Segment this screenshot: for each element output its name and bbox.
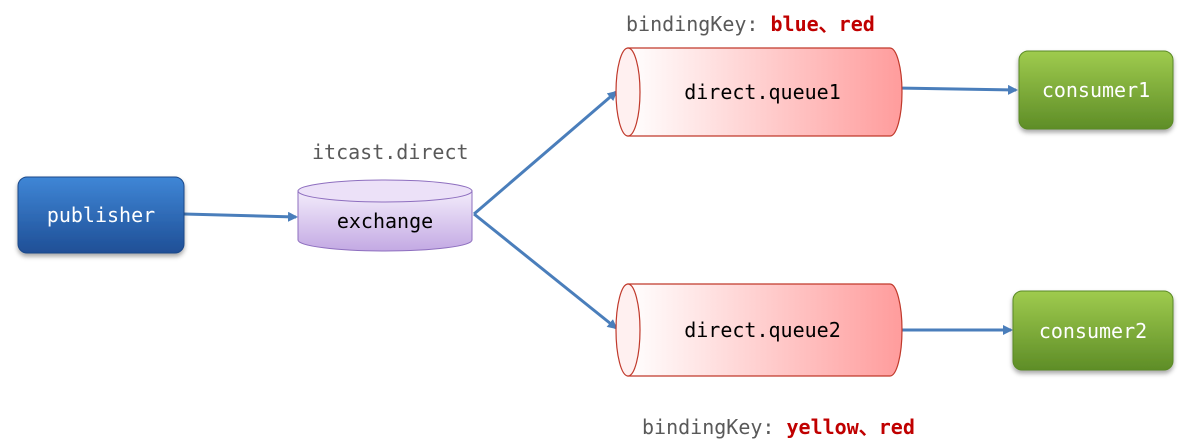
exchange-label: exchange — [336, 209, 434, 233]
publisher-label: publisher — [46, 203, 156, 227]
consumer1-label: consumer1 — [1041, 78, 1151, 102]
exchange-name-label: itcast.direct — [312, 140, 469, 164]
arrow-publisher-to-exchange — [183, 211, 298, 222]
arrow-exchange-to-queue1 — [473, 90, 618, 216]
queue2-binding-prefix: bindingKey: — [642, 415, 775, 439]
queue1-binding-label: bindingKey: blue、red — [626, 8, 875, 37]
queue2-node — [615, 283, 903, 377]
queue2-label: direct.queue2 — [684, 318, 841, 342]
consumer1-node — [1018, 50, 1174, 130]
arrow-exchange-to-queue2 — [473, 212, 618, 330]
exchange-node — [297, 179, 473, 252]
consumer2-node — [1012, 290, 1174, 371]
queue1-node — [615, 47, 903, 137]
queue1-binding-prefix: bindingKey: — [626, 12, 759, 36]
consumer2-label: consumer2 — [1038, 318, 1148, 343]
queue1-binding-keys: blue、red — [770, 12, 875, 36]
queue2-binding-label: bindingKey: yellow、red — [642, 411, 915, 440]
queue1-label: direct.queue1 — [684, 80, 841, 104]
queue2-binding-keys: yellow、red — [786, 415, 915, 439]
publisher-node — [17, 176, 185, 254]
arrow-queue1-to-consumer1 — [895, 84, 1018, 95]
